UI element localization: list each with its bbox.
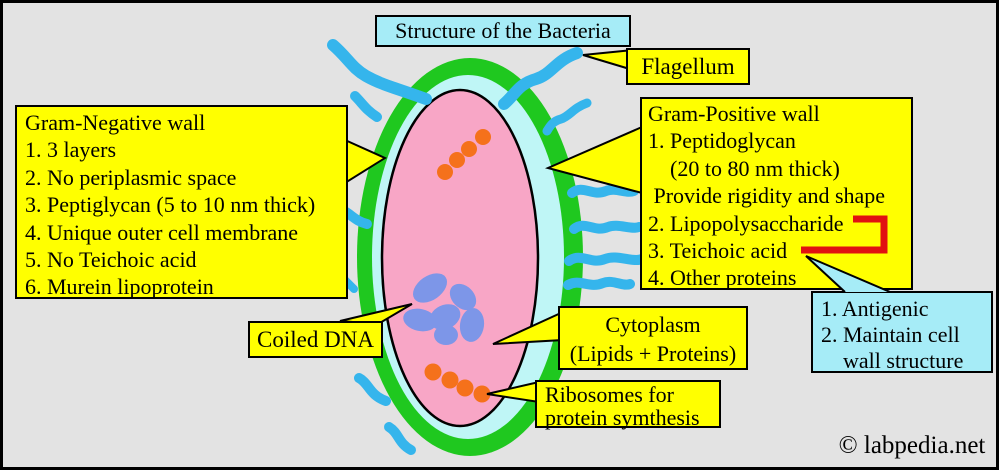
dna-blob [434, 325, 458, 345]
gram-positive-item: 2. Lipopolysaccharide [648, 210, 844, 236]
gram-negative-item: 1. 3 layers [25, 137, 117, 163]
gram-positive-pointer [544, 125, 643, 195]
gram-negative-heading: Gram-Negative wall [25, 110, 206, 135]
cytoplasm-pink-region [380, 88, 540, 428]
copyright-icon: © labpedia.net [838, 432, 986, 459]
coiled-dna-label: Coiled DNA [248, 321, 383, 358]
gram-positive-item: Provide rigidity and shape [648, 183, 886, 209]
coiled-dna-label-text: Coiled DNA [257, 327, 374, 352]
gram-negative-item: 5. No Teichoic acid [25, 247, 197, 273]
flagellum-shape [350, 91, 382, 122]
ribosome-dot [473, 385, 491, 403]
gram-negative-item: 2. No periplasmic space [25, 164, 237, 190]
ribosomes-label-line: protein symthesis [545, 405, 700, 430]
dna-blob [449, 283, 477, 311]
ribosomes-group [424, 129, 491, 403]
antigenic-item: wall structure [821, 348, 964, 373]
ribosome-dot [441, 371, 459, 389]
diagram-title-text: Structure of the Bacteria [395, 18, 611, 43]
flagellum-shape [498, 47, 583, 110]
gram-positive-item: 1. Peptidoglycan [648, 128, 796, 154]
gram-positive-item: 3. Teichoic acid [648, 238, 788, 264]
cytoplasm-label-line: Cytoplasm [605, 312, 701, 337]
ribosome-dot [475, 129, 491, 145]
ribosome-dot [424, 363, 442, 381]
diagram-title: Structure of the Bacteria [375, 15, 631, 47]
cytoplasm-label: Cytoplasm (Lipids + Proteins) [558, 306, 748, 370]
gram-negative-item: 3. Peptiglycan (5 to 10 nm thick) [25, 192, 316, 218]
ribosomes-label-line: Ribosomes for [545, 382, 674, 407]
flagellum-shape [542, 98, 592, 136]
flagellum-label: Flagellum [626, 48, 750, 85]
flagellum-shape [384, 422, 416, 455]
gram-negative-item: 4. Unique outer cell membrane [25, 219, 299, 245]
ribosome-dot [437, 164, 453, 180]
copyright-notice: © labpedia.net [829, 432, 995, 460]
flagellum-shape [327, 39, 432, 105]
flagellum-shape [563, 276, 635, 290]
antigenic-note-label: 1. Antigenic 2. Maintain cell wall struc… [811, 291, 993, 373]
cytoplasm-label-line: (Lipids + Proteins) [569, 341, 737, 366]
gram-negative-wall-label: Gram-Negative wall 1. 3 layers 2. No per… [15, 105, 348, 299]
gram-positive-heading: Gram-Positive wall [648, 101, 820, 126]
cytoplasm-pointer [492, 310, 564, 345]
flagellum-shape [569, 220, 644, 234]
coiled-dna-shape [403, 273, 485, 345]
flagellum-shape [564, 252, 647, 266]
flagellum-shape [567, 184, 639, 198]
dna-blob [403, 308, 437, 332]
gram-positive-wall-label: Gram-Positive wall 1. Peptidoglycan (20 … [640, 97, 913, 290]
gram-positive-item: (20 to 80 nm thick) [648, 155, 840, 181]
ribosomes-pointer [486, 380, 540, 404]
ribosome-dot [456, 379, 474, 397]
flagellum-shape [354, 373, 391, 406]
dna-blob [412, 273, 448, 303]
ribosome-dot [461, 141, 477, 157]
gram-positive-item: 4. Other proteins [648, 265, 797, 291]
dna-blob [429, 304, 461, 330]
gram-negative-item: 6. Murein lipoprotein [25, 274, 214, 300]
ribosomes-label: Ribosomes for protein symthesis [535, 380, 721, 430]
antigenic-item: 1. Antigenic [821, 296, 929, 321]
antigenic-item: 2. Maintain cell [821, 322, 960, 347]
gram-negative-pointer [344, 138, 388, 185]
dna-blob [459, 308, 485, 342]
ribosome-dot [449, 152, 465, 168]
flagellum-label-text: Flagellum [641, 54, 735, 79]
